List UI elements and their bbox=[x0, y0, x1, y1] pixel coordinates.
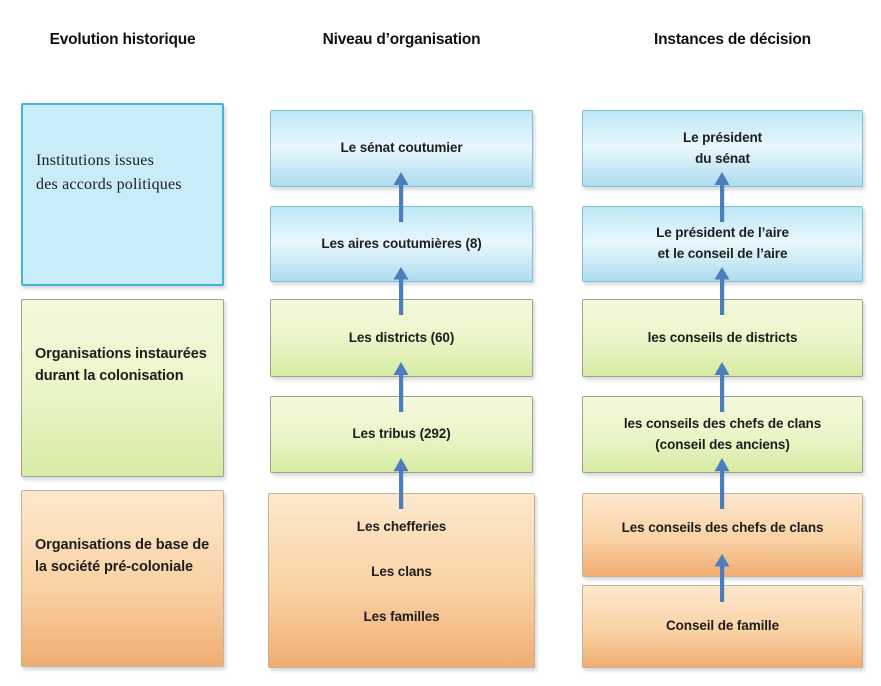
legend-box-organisations-pre-coloniale: Organisations de base de la société pré-… bbox=[21, 490, 224, 667]
node-chefferies-clans-familles: Les chefferies Les clans Les familles bbox=[268, 493, 535, 668]
up-arrow-conschefs-to-anciens bbox=[714, 458, 730, 509]
up-arrow-conschefs-anciens-to-consdistricts bbox=[714, 362, 730, 412]
up-arrow-famille-to-conschefs bbox=[714, 554, 730, 602]
up-arrow-tribus-to-districts bbox=[393, 362, 409, 412]
up-arrow-chefferies-to-tribus bbox=[393, 458, 409, 509]
column-header-niveau-organisation: Niveau d’organisation bbox=[322, 31, 481, 48]
up-arrow-districts-to-aires bbox=[393, 267, 409, 315]
up-arrow-aires-to-senat bbox=[393, 172, 409, 222]
up-arrow-presaire-to-pressenat bbox=[714, 172, 730, 222]
node-label-familles: Les familles bbox=[363, 608, 440, 624]
node-label-clans: Les clans bbox=[371, 563, 432, 579]
column-header-evolution-historique: Evolution historique bbox=[49, 31, 196, 48]
node-label-chefferies: Les chefferies bbox=[356, 519, 447, 534]
legend-box-organisations-colonisation: Organisations instaurées durant la colon… bbox=[21, 299, 224, 477]
legend-box-institutions-accords-politiques: Institutions issues des accords politiqu… bbox=[21, 103, 224, 286]
column-header-instances-decision: Instances de décision bbox=[654, 31, 811, 48]
up-arrow-consdistricts-to-presaire bbox=[714, 267, 730, 315]
